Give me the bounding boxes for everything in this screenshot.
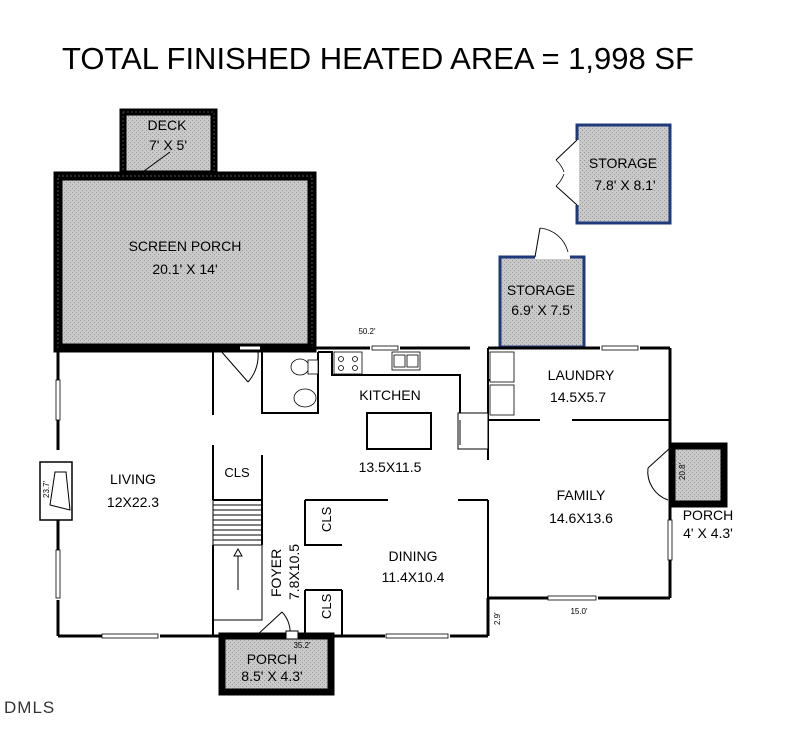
porch-side-size: 4' X 4.3' [683, 525, 733, 541]
doors [219, 349, 671, 637]
foyer-size: 7.8X10.5 [286, 544, 302, 600]
kitchen-name: KITCHEN [359, 387, 420, 403]
kitchen-sink [391, 351, 421, 371]
closet-label-upper: CLS [319, 506, 334, 532]
porch-side-name: PORCH [683, 507, 734, 523]
storage-upper: STORAGE 7.8' X 8.1' [555, 123, 672, 225]
kitchen-size: 13.5X11.5 [359, 459, 422, 475]
refrigerator [457, 412, 489, 450]
dim-side-porch: 20.8' [678, 462, 687, 480]
laundry-name: LAUNDRY [548, 367, 615, 383]
washer-dryer [489, 351, 515, 416]
screen-porch-name: SCREEN PORCH [129, 238, 242, 254]
plan-title: TOTAL FINISHED HEATED AREA = 1,998 SF [62, 41, 694, 76]
dim-front: 35.2' [293, 641, 311, 650]
deck-size: 7' X 5' [149, 137, 187, 153]
screen-porch-size: 20.1' X 14' [152, 261, 217, 277]
side-porch: 20.8' PORCH 4' X 4.3' [668, 442, 734, 541]
kitchen-island [366, 412, 432, 450]
porch-front-size: 8.5' X 4.3' [241, 668, 302, 684]
front-porch: PORCH 8.5' X 4.3' 35.2' [218, 630, 335, 696]
closet-label-stair: CLS [224, 465, 250, 480]
family-name: FAMILY [557, 487, 606, 503]
storage-upper-name: STORAGE [589, 155, 657, 171]
dim-overall-width: 50.2' [358, 327, 376, 336]
foyer-name: FOYER [268, 549, 284, 597]
bathroom-fixtures [290, 358, 319, 408]
fireplace: 23.7' [39, 461, 73, 521]
storage-lower: STORAGE 6.9' X 7.5' [498, 227, 586, 349]
staircase [212, 499, 263, 621]
closet-label-lower: CLS [319, 593, 334, 619]
stove [333, 351, 363, 375]
storage-lower-name: STORAGE [507, 282, 575, 298]
deck: DECK 7' X 5' [119, 108, 218, 178]
family-size: 14.6X13.6 [549, 510, 613, 526]
dining-size: 11.4X10.4 [382, 569, 445, 585]
porch-front-name: PORCH [247, 651, 298, 667]
dmls-watermark: DMLS [4, 698, 55, 717]
dim-family-bottom: 15.0' [570, 607, 588, 616]
living-name: LIVING [110, 471, 156, 487]
deck-name: DECK [148, 117, 188, 133]
storage-upper-size: 7.8' X 8.1' [594, 177, 655, 193]
screen-porch: SCREEN PORCH 20.1' X 14' [53, 171, 317, 353]
dim-jog: 2.9' [493, 612, 502, 625]
living-size: 12X22.3 [107, 494, 159, 510]
windows [55, 345, 673, 639]
dim-depth: 23.7' [42, 480, 51, 498]
dining-name: DINING [389, 548, 438, 564]
laundry-size: 14.5X5.7 [550, 389, 606, 405]
storage-lower-size: 6.9' X 7.5' [511, 302, 572, 318]
exterior-walls [56, 346, 672, 638]
